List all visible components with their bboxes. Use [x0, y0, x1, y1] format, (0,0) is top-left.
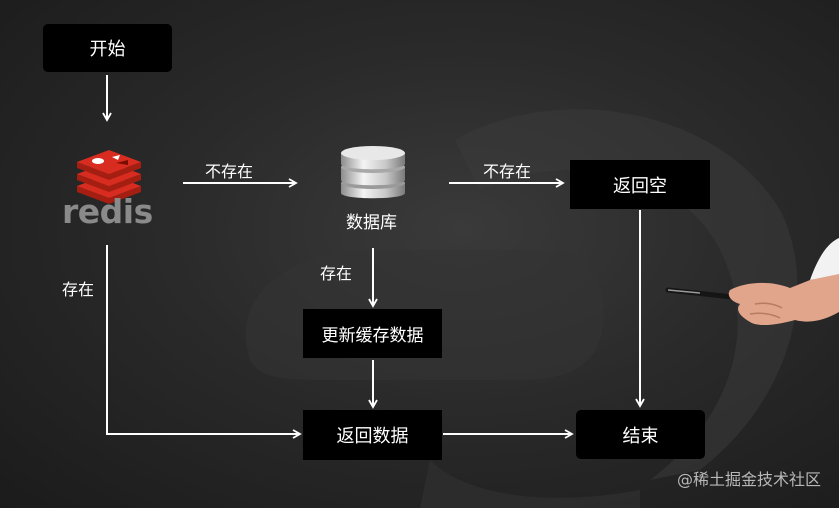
edge-label-db-not-exist: 不存在 — [483, 162, 532, 181]
watermark-text: @稀土掘金技术社区 — [676, 470, 821, 489]
end-node-label: 结束 — [622, 425, 659, 447]
presenter-hand-icon — [665, 238, 839, 326]
start-node-label: 开始 — [89, 39, 126, 60]
return-data-node: 返回数据 — [303, 410, 442, 460]
return-data-label: 返回数据 — [336, 426, 409, 447]
end-node: 结束 — [576, 410, 705, 459]
edge-label-redis-not-exist: 不存在 — [205, 162, 254, 181]
arrow-redis-to-return-data — [106, 245, 302, 439]
redis-wordmark: redis — [62, 192, 153, 231]
edge-label-redis-exist: 存在 — [62, 280, 95, 299]
return-empty-node: 返回空 — [570, 160, 710, 209]
update-cache-node: 更新缓存数据 — [303, 309, 442, 358]
database-label: 数据库 — [346, 213, 397, 233]
redis-logo-icon — [77, 150, 141, 204]
edge-label-db-exist: 存在 — [320, 264, 353, 283]
start-node: 开始 — [43, 24, 172, 72]
return-empty-label: 返回空 — [613, 175, 667, 197]
database-icon — [341, 146, 405, 199]
update-cache-label: 更新缓存数据 — [321, 326, 424, 346]
